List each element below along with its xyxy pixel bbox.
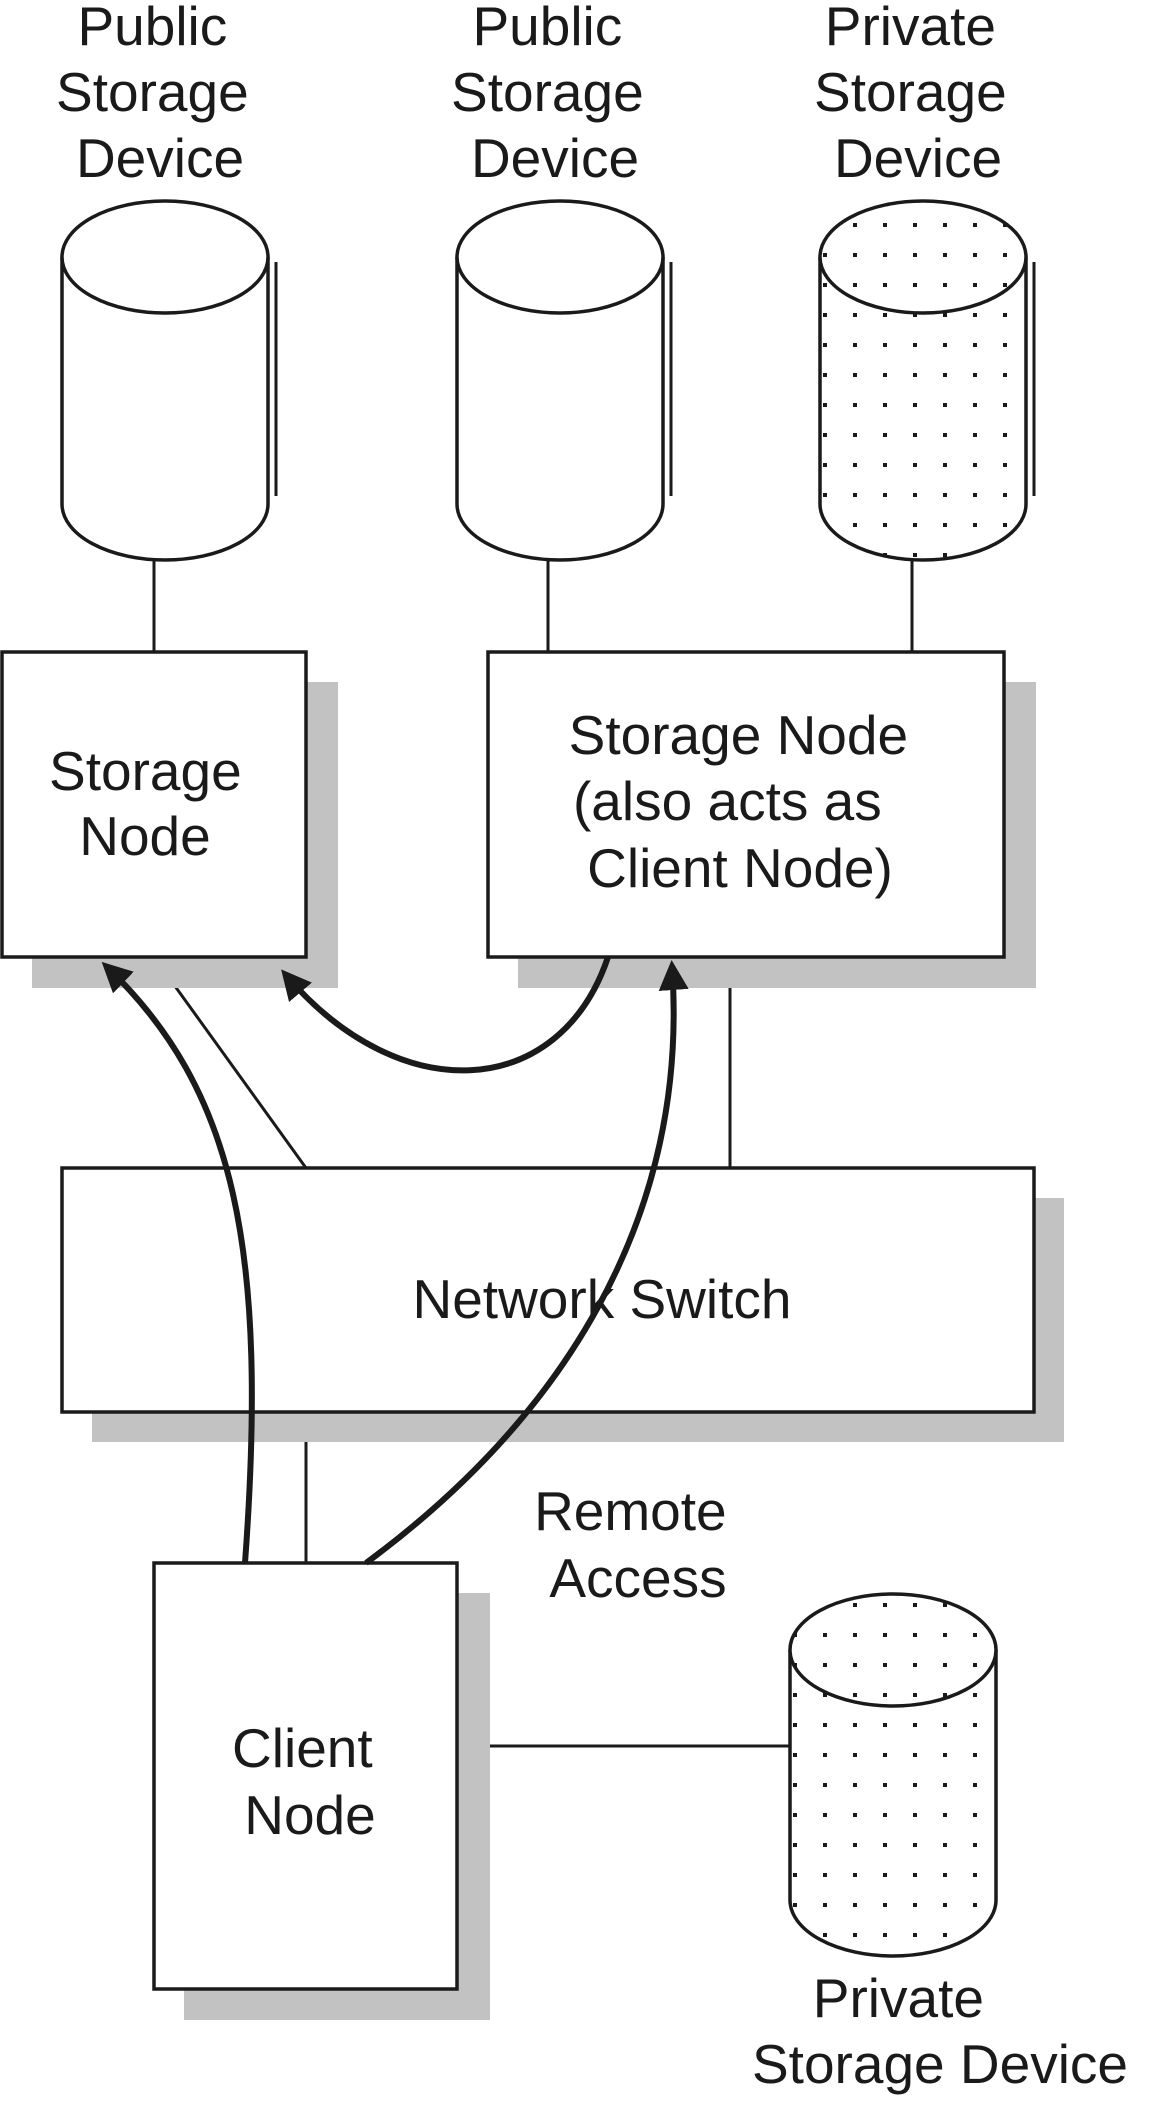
arrow-storage-client-to-storage-node — [281, 956, 611, 1074]
storage-client-node-label: Storage Node (also acts as Client Node) — [569, 704, 924, 899]
private-storage-device-bottom-label: Private Storage Device — [752, 1967, 1128, 2095]
private-storage-device-top — [818, 199, 1036, 562]
public-storage-device-2-label: Public Storage Device — [451, 0, 659, 189]
storage-node-box — [0, 650, 308, 959]
network-switch-box — [60, 1166, 1036, 1414]
link-storage-node-switch — [152, 956, 308, 1169]
public-storage-device-1 — [60, 199, 278, 562]
arrow-remote-access — [364, 960, 689, 1566]
public-storage-device-2 — [455, 199, 673, 562]
public-storage-device-1-label: Public Storage Device — [56, 0, 264, 189]
storage-node-label: Storage Node — [49, 740, 257, 867]
remote-access-label: Remote Access — [534, 1480, 742, 1609]
client-node-box — [152, 1561, 459, 1991]
storage-client-node-box — [486, 650, 1006, 959]
private-storage-device-bottom — [788, 1592, 998, 1958]
private-storage-device-top-label: Private Storage Device — [814, 0, 1022, 189]
client-node-label: Client Node — [232, 1717, 388, 1846]
network-switch-label: Network Switch — [413, 1268, 792, 1330]
access-arrows — [101, 956, 689, 1566]
arrow-client-to-storage-node — [101, 961, 255, 1564]
